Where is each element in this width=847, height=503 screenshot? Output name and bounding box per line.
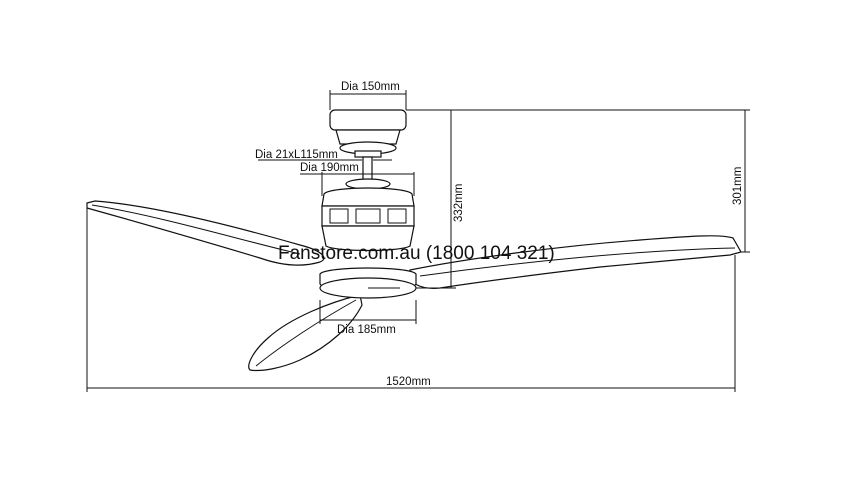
fan-blade-left: [86, 200, 325, 266]
dim-label-span: 1520mm: [386, 376, 431, 388]
dim-label-motor: Dia 190mm: [300, 162, 359, 174]
motor-housing: [321, 178, 415, 252]
dim-motor: Dia 190mm: [300, 162, 415, 196]
dim-label-light: Dia 185mm: [337, 324, 396, 336]
fan-blade-right: [408, 235, 742, 289]
watermark-text: Fanstore.com.au (1800 104 321): [278, 243, 555, 264]
dim-height-301: 301mm: [456, 109, 750, 253]
dim-light: Dia 185mm: [319, 300, 417, 336]
light-kit: [319, 267, 417, 299]
dim-downrod: Dia 21xL115mm: [255, 149, 392, 161]
dim-label-downrod: Dia 21xL115mm: [255, 149, 338, 161]
dim-label-332: 332mm: [453, 184, 465, 222]
dim-label-301: 301mm: [732, 167, 744, 205]
fan-blade-lower: [248, 294, 363, 372]
dim-label-canopy: Dia 150mm: [341, 81, 400, 93]
dim-span: 1520mm: [86, 205, 736, 392]
canopy: [329, 109, 407, 158]
dim-canopy: Dia 150mm: [329, 81, 407, 110]
dim-height-332: 332mm: [406, 109, 465, 289]
